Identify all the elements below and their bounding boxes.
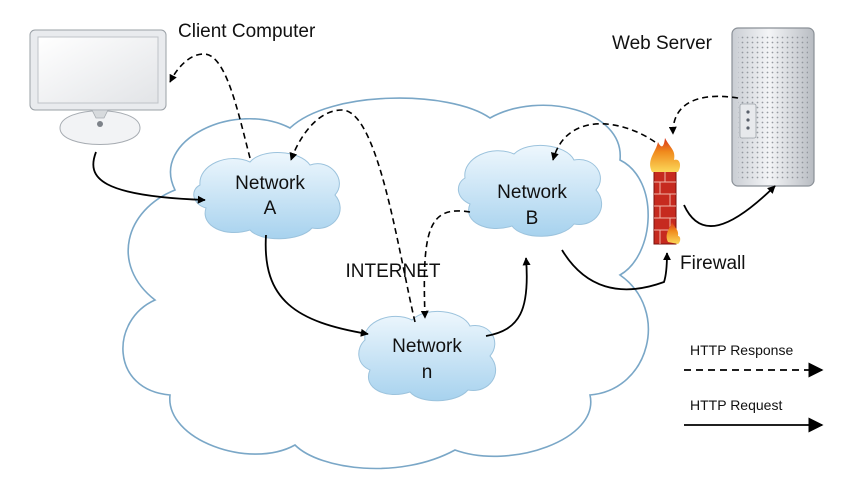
response-arrow-firewall-to-b [551,123,656,161]
network-a-label-line2: A [264,198,277,219]
request-arrow-a-to-n [264,234,369,337]
brick-firewall-icon [650,138,681,245]
network-a-cloud [193,152,341,240]
response-arrow-n-to-a [289,109,416,323]
response-arrow-a-to-client [169,53,251,159]
request-arrow-n-to-b [485,257,531,337]
network-b-label-line2: B [526,208,539,229]
flame-icon [650,138,681,172]
response-arrow-b-to-n [420,210,471,319]
client-computer-label: Client Computer [178,21,316,42]
network-n-label-line1: Network [392,336,462,357]
http-response-paths [169,53,739,323]
response-arrow-server-to-firewall [668,95,739,135]
legend-response-label: HTTP Response [690,342,793,358]
http-request-paths [92,151,776,337]
firewall-label: Firewall [680,253,745,274]
request-arrow-client-to-a [92,151,206,204]
request-arrow-firewall-to-server [683,185,776,228]
request-arrow-b-to-firewall [561,249,671,291]
internet-cloud [122,97,650,470]
network-b-label-line1: Network [497,182,567,203]
flame-icon [666,222,681,244]
network-n-label-line2: n [422,362,433,383]
tower-server-icon [731,27,815,187]
network-a-label-line1: Network [235,173,305,194]
legend-request-label: HTTP Request [690,397,782,413]
imac-computer-icon [29,29,167,145]
internet-label: INTERNET [346,261,441,282]
web-server-label: Web Server [612,33,713,54]
legend: HTTP Response HTTP Request [684,342,824,433]
